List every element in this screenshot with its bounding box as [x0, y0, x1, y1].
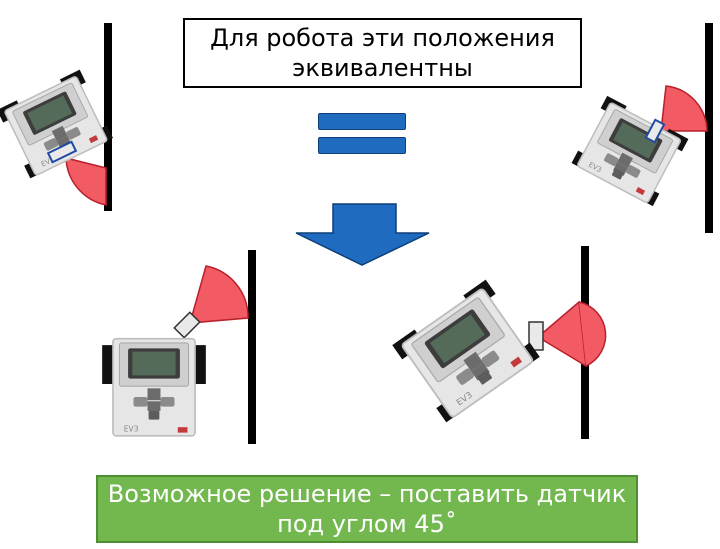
equivalence-caption-box: Для робота эти положения эквивалентны — [183, 18, 582, 88]
robot-bottom-left: EV3 — [100, 330, 208, 438]
solution-caption-box: Возможное решение – поставить датчик под… — [96, 475, 638, 543]
robot-top-right — [570, 95, 690, 207]
ultrasonic-sensor — [644, 118, 666, 144]
caption-line-1: Для робота эти положения — [210, 24, 555, 52]
caption-line-2: эквивалентны — [292, 54, 473, 82]
wall-top-right — [705, 23, 713, 233]
solution-line-2: под углом 45˚ — [277, 510, 457, 538]
robot-bottom-right — [391, 278, 541, 424]
ultrasonic-sensor — [46, 140, 78, 164]
wall-bottom-left — [248, 250, 256, 444]
wall-top-left — [104, 23, 112, 211]
robot-top-left — [0, 68, 114, 180]
equals-bar-bottom — [318, 137, 406, 154]
equals-bar-top — [318, 113, 406, 130]
solution-line-1: Возможное решение – поставить датчик — [107, 480, 627, 508]
svg-text:EV3: EV3 — [124, 425, 139, 434]
